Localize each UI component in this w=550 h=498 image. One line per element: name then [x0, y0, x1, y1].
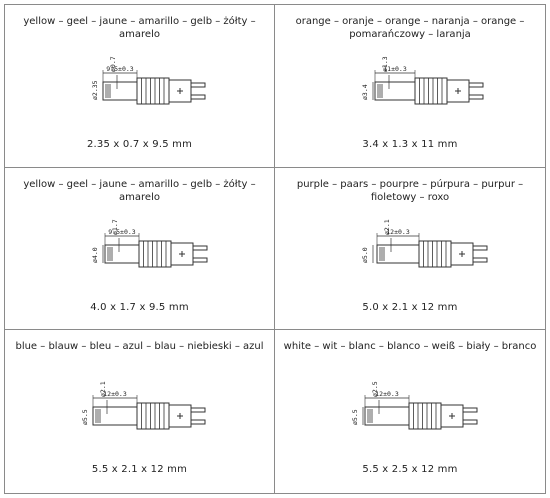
plug-barrel — [376, 244, 420, 264]
pin — [462, 419, 478, 425]
size-label: 4.0 x 1.7 x 9.5 mm — [90, 301, 189, 313]
size-label: 3.4 x 1.3 x 11 mm — [362, 139, 458, 150]
pin — [472, 257, 488, 263]
size-label: 5.0 x 2.1 x 12 mm — [362, 301, 458, 313]
pin — [468, 94, 484, 100]
size-label: 2.35 x 0.7 x 9.5 mm — [86, 139, 193, 150]
length-label: 12±0.3 — [386, 228, 410, 236]
pin — [190, 419, 206, 425]
outer-diameter-label: ø4.0 — [91, 247, 99, 263]
size-label: 5.5 x 2.1 x 12 mm — [91, 464, 188, 476]
inner-diameter-label: ø2.5 — [371, 382, 379, 398]
inner-diameter-label: ø1.3 — [381, 56, 389, 72]
connector-drawing: 9.5±0.3 ø2.35 ø0.7 — [91, 56, 206, 105]
outer-diameter-label: ø2.35 — [91, 80, 99, 100]
color-title: blue – blauw – bleu – azul – blau – nieb… — [15, 341, 264, 353]
connector-cell: white – wit – blanc – blanco – weiß – bi… — [275, 330, 545, 493]
pin — [468, 82, 484, 88]
connector-grid: yellow – geel – jaune – amarillo – gelb … — [4, 4, 546, 494]
connector-drawing: 12±0.3 ø5.5 ø2.5 — [351, 382, 478, 430]
pin — [190, 94, 206, 100]
color-title: yellow – geel – jaune – amarillo – gelb … — [23, 178, 256, 203]
plug-barrel — [374, 81, 416, 101]
pin — [192, 245, 208, 251]
inner-diameter-label: ø2.1 — [99, 382, 107, 398]
connector-cell: yellow – geel – jaune – amarillo – gelb … — [5, 5, 275, 168]
length-label: 11±0.3 — [383, 65, 407, 73]
length-label: 9.5±0.3 — [108, 228, 135, 236]
inner-diameter-label: ø1.7 — [111, 219, 119, 235]
pin — [472, 245, 488, 251]
inner-diameter-label: ø2.1 — [383, 219, 391, 235]
inner-diameter-label: ø0.7 — [109, 56, 117, 72]
connector-drawing: 11±0.3 ø3.4 ø1.3 — [361, 56, 484, 105]
connector-drawing: 12±0.3 ø5.0 ø2.1 — [361, 219, 488, 268]
color-title: yellow – geel – jaune – amarillo – gelb … — [23, 16, 256, 40]
color-title: white – wit – blanc – blanco – weiß – bi… — [283, 341, 537, 353]
pin — [192, 257, 208, 263]
pin — [190, 407, 206, 413]
pin — [462, 407, 478, 413]
connector-cell: blue – blauw – bleu – azul – blau – nieb… — [5, 330, 275, 493]
pin — [190, 82, 206, 88]
size-label: 5.5 x 2.5 x 12 mm — [362, 464, 458, 476]
connector-cell: purple – paars – pourpre – púrpura – pur… — [275, 168, 545, 331]
color-title: purple – paars – pourpre – púrpura – pur… — [296, 178, 524, 203]
length-label: 9.5±0.3 — [106, 65, 133, 73]
outer-diameter-label: ø5.5 — [351, 410, 359, 426]
outer-diameter-label: ø3.4 — [361, 84, 369, 100]
connector-drawing: 12±0.3 ø5.5 ø2.1 — [81, 382, 206, 430]
length-label: 12±0.3 — [103, 390, 127, 398]
length-label: 12±0.3 — [375, 390, 399, 398]
outer-diameter-label: ø5.0 — [361, 247, 369, 263]
connector-drawing: 9.5±0.3 ø4.0 ø1.7 — [91, 219, 208, 268]
outer-diameter-label: ø5.5 — [81, 410, 89, 426]
connector-cell: yellow – geel – jaune – amarillo – gelb … — [5, 167, 275, 331]
connector-cell: orange – oranje – orange – naranja – ora… — [275, 5, 545, 168]
color-title: orange – oranje – orange – naranja – ora… — [295, 16, 525, 40]
